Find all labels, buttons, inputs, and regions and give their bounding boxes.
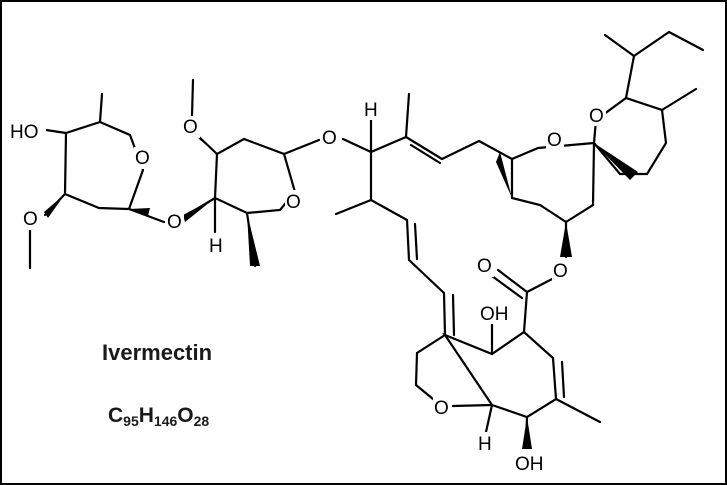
atom-label-o-carbonyl: O [477,256,492,277]
atom-label-oh-c5: OH [515,454,544,475]
bond-lines [28,30,705,450]
formula-count-c: 95 [123,413,139,429]
atom-label-o-ester: O [553,261,568,282]
atom-label-h-c13: H [364,100,378,121]
atom-label-o-spiro-thp: O [589,106,604,127]
formula-symbol-h: H [138,404,154,427]
formula-symbol-c: C [108,404,124,427]
atom-label-oh-c7: OH [480,304,509,325]
atom-labels: HO O O O O O H O H O O O O [10,98,606,475]
molecular-formula: C95H146O28 [108,404,209,429]
compound-name: Ivermectin [102,340,213,365]
atom-label-h-c6: H [478,434,492,455]
atom-label-o-methoxy-b: O [183,117,198,138]
atom-label-o-glycoside: O [167,212,182,233]
atom-label-o-furan: O [434,398,449,419]
atom-label-o-link-c13: O [322,128,337,149]
atom-label-ho: HO [10,122,39,143]
formula-count-o: 28 [193,413,210,429]
formula-symbol-o: O [177,404,194,427]
stereo-wedges [44,133,638,449]
atom-label-o-ring-a: O [135,148,150,169]
atom-label-o-ring-b: O [286,192,301,213]
atom-label-h-ring-b: H [209,236,223,257]
atom-label-o-spiro-ring: O [547,130,562,151]
atom-label-o-methoxy-a: O [23,209,38,230]
formula-count-h: 146 [153,413,178,429]
